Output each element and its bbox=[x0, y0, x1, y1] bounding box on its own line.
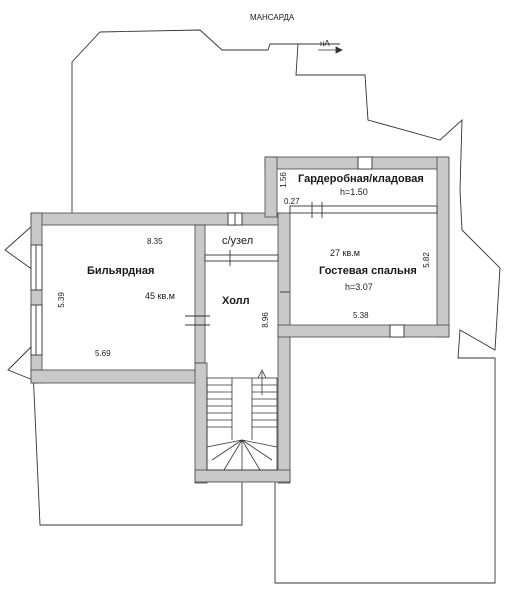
billiard-width-dim: 8.35 bbox=[147, 237, 163, 246]
billiard-area: 45 кв.м bbox=[145, 291, 175, 301]
billiard-depth-dim: 5.39 bbox=[56, 292, 66, 308]
north-label: нА bbox=[320, 39, 330, 48]
openings bbox=[30, 156, 405, 356]
guest-depth-dim: 5.82 bbox=[421, 252, 431, 268]
guest-area: 27 кв.м bbox=[330, 248, 360, 258]
wardrobe-depth-dim: 1.56 bbox=[278, 172, 288, 188]
partitions bbox=[204, 205, 438, 262]
hall-depth-dim: 8.96 bbox=[260, 312, 270, 328]
wardrobe-gap-dim: 0.27 bbox=[284, 197, 300, 206]
plan-title: МАНСАРДА bbox=[250, 13, 295, 22]
wardrobe-height: h=1.50 bbox=[340, 187, 368, 197]
north-arrow bbox=[318, 46, 343, 54]
guest-width-dim: 5.38 bbox=[353, 311, 369, 320]
wardrobe-name: Гардеробная/кладовая bbox=[298, 173, 424, 185]
billiard-bottom-dim: 5.69 bbox=[95, 349, 111, 358]
bathroom-name: с/узел bbox=[222, 235, 254, 247]
roof-outline bbox=[4, 29, 501, 584]
billiard-name: Бильярдная bbox=[87, 265, 155, 277]
guest-name: Гостевая спальня bbox=[319, 265, 417, 277]
guest-height: h=3.07 bbox=[345, 282, 373, 292]
walls bbox=[30, 156, 450, 484]
hall-name: Холл bbox=[222, 295, 250, 307]
staircase bbox=[206, 369, 278, 471]
